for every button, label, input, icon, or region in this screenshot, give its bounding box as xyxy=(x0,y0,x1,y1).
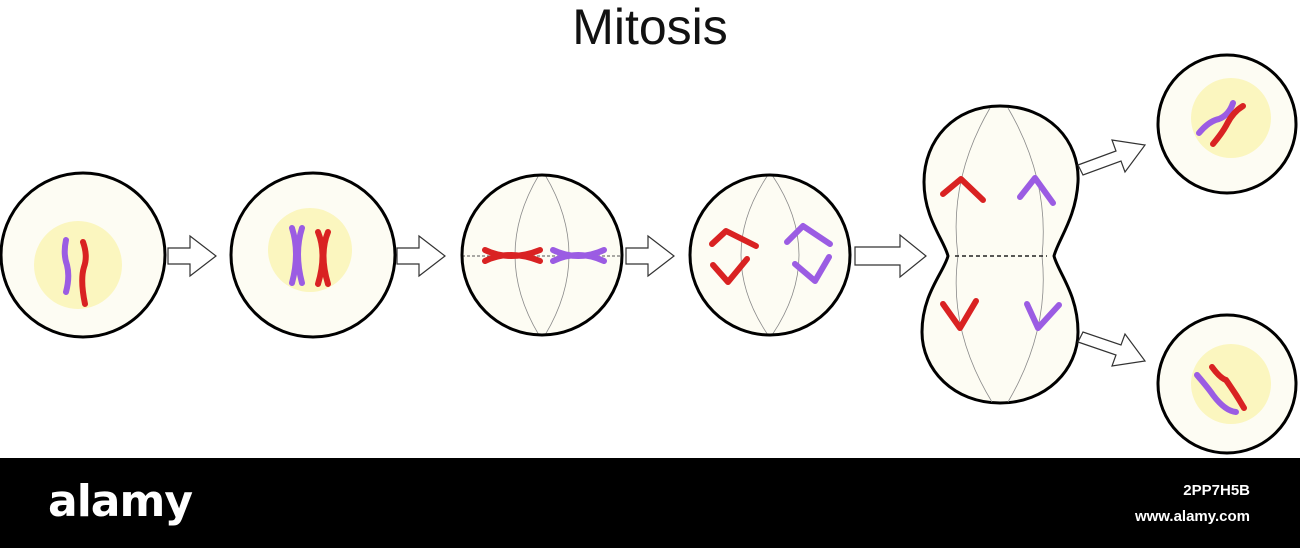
spindle-fibers xyxy=(740,175,800,335)
diagram-title: Mitosis xyxy=(572,0,728,55)
nucleus xyxy=(268,208,352,292)
stock-footer-bar: alamy 2PP7H5B www.alamy.com xyxy=(0,458,1300,548)
chromosome-red xyxy=(1210,103,1246,147)
chromosome-red-upper xyxy=(709,228,759,249)
chromosome-purple-lower xyxy=(1024,301,1062,331)
mitosis-diagram xyxy=(0,53,1298,455)
site-url-label: www.alamy.com xyxy=(1134,508,1250,525)
arrow-3 xyxy=(625,234,675,278)
chromosome-purple-lower xyxy=(792,254,832,284)
daughter-cell-upper xyxy=(1156,53,1298,195)
stage-metaphase-cell xyxy=(460,173,624,337)
chromosome-purple-replicated xyxy=(289,225,305,286)
chromosome-red-lower xyxy=(940,298,979,331)
chromosome-purple-upper xyxy=(784,223,833,247)
arrow-1 xyxy=(167,234,217,278)
nucleus xyxy=(34,221,122,309)
chromosome-red-upper xyxy=(940,176,986,203)
arrow-5-upper xyxy=(1077,139,1147,176)
arrow-4 xyxy=(854,233,927,279)
chromosome-red xyxy=(1209,364,1247,411)
cell-membrane-pinched xyxy=(920,104,1080,405)
image-id-label: 2PP7H5B xyxy=(1183,482,1250,499)
daughter-cell-lower xyxy=(1156,313,1298,455)
cell-membrane xyxy=(690,175,850,335)
stage-telophase-cell xyxy=(920,104,1080,405)
arrow-5-lower xyxy=(1077,331,1147,367)
stage-interphase-cell xyxy=(0,171,167,339)
chromosome-red-aligned xyxy=(482,247,543,264)
chromosome-purple xyxy=(1194,372,1239,415)
arrow-2 xyxy=(396,234,446,278)
chromosome-purple-upper xyxy=(1017,175,1056,206)
stage-anaphase-cell xyxy=(688,173,852,337)
chromosome-red-lower xyxy=(710,256,750,285)
chromosome-purple xyxy=(1196,100,1236,136)
alamy-logo: alamy xyxy=(48,476,193,527)
stage-prophase-cell xyxy=(229,171,397,339)
chromosome-purple xyxy=(61,237,72,295)
chromosome-red xyxy=(79,239,89,307)
chromosome-purple-aligned xyxy=(550,247,607,264)
cell-membrane xyxy=(462,175,622,335)
chromosome-red-replicated xyxy=(315,229,331,287)
